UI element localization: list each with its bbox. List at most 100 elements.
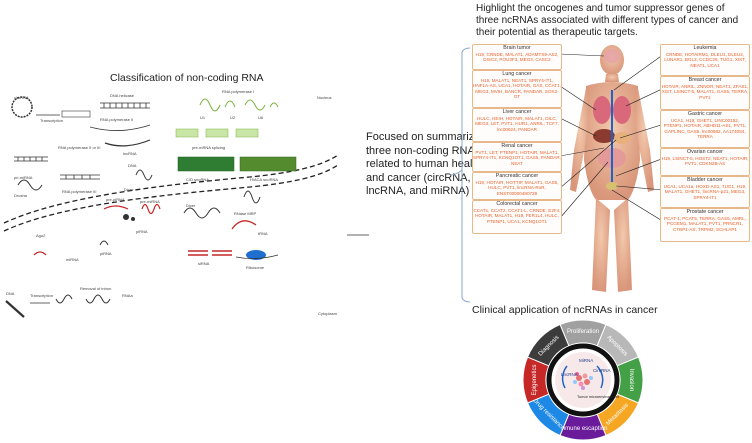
- transcription-label-2: Transcription: [30, 293, 53, 298]
- cancer-box-pancreatic: Pancreatic cancer H19, HOTAIR, HOTTIP, M…: [472, 172, 562, 200]
- haca-snorna-label: H/ACA snoRNA: [250, 177, 278, 182]
- cancer-box-genes: UCA1, H19, GHET1, LINC00152, PTENP1, HOT…: [663, 117, 747, 140]
- tumor-cells: [573, 372, 593, 390]
- cancer-box-genes: H19, HOTAIR, HOTTIP, MALAT1, GAS5, HULC,…: [475, 179, 559, 196]
- left-lung-organ: [593, 96, 611, 124]
- rna-pol-2-label: RNA polymerase II: [100, 117, 133, 122]
- dicer-label-right: Dicer: [186, 203, 196, 208]
- drosha-label: Drosha: [14, 193, 28, 198]
- sirna-strands: [188, 250, 232, 256]
- right-lung-organ: [613, 96, 631, 124]
- cancer-box-title: Renal cancer: [501, 143, 533, 149]
- u1-label: U1: [200, 115, 206, 120]
- tumor-microenvironment-label: Tumor microenvironment: [577, 395, 620, 399]
- clinical-title: Clinical application of ncRNAs in cancer: [472, 304, 658, 316]
- cancer-box-title: Brain tumor: [503, 45, 531, 51]
- aorta-line: [611, 90, 613, 190]
- cancer-box-title: Ovarian cancer: [687, 149, 723, 155]
- removal-intron-label: Removal of intron: [80, 286, 111, 291]
- cancer-box-genes: H19, LSINCT-5, HOST2, NEAT1, HOTAIR, PVT…: [661, 155, 749, 167]
- nucleus-membrane-inner: [3, 164, 339, 232]
- cytoplasm-label: Cytoplasm: [318, 311, 338, 316]
- ncrna-classification-diagram: Nucleus Cytoplasm circRNA Transcription …: [3, 89, 339, 318]
- pirna-mid-label: piRNA: [136, 229, 148, 234]
- cancer-box-genes: HOTAIR, ANRIL, ZNNOR, NEAT1, ZFAS1, XIST…: [661, 83, 749, 100]
- rna-pol-3-label: RNA polymerase III: [62, 189, 96, 194]
- nucleus-label: Nucleus: [317, 95, 331, 100]
- organ-connectors: [560, 53, 664, 223]
- cancer-box-genes: H19, CRNDE, MALAT1, ADAMTS9-AS2, DISC2, …: [475, 51, 559, 63]
- cancer-box-leukemia: Leukemia CRNDE, HOTAIRM1, DLEU1, DLEU2, …: [660, 44, 750, 76]
- mirna-label: miRNA: [66, 257, 79, 262]
- lncrna-center-label: LncRNA: [561, 372, 578, 377]
- pri-mirna-label: pri-miRNA: [14, 175, 33, 180]
- transcription-label-1: Transcription: [40, 118, 63, 123]
- u2-label: U2: [230, 115, 236, 120]
- cancer-box-title: Bladder cancer: [687, 177, 723, 183]
- cancer-box-renal: Renal cancer PVT1, LET, PTENP1, HOTAIR, …: [472, 142, 562, 172]
- circrna-label: circRNA: [14, 95, 29, 100]
- cancer-box-genes: CRNDE, HOTAIRM1, DLEU1, DLEU2, LUNAR1, B…: [664, 51, 746, 68]
- rnaa-label: RNAa: [122, 293, 133, 298]
- brain-organ: [604, 49, 620, 63]
- cancer-box-genes: UCA1, UCA1a, HOXD-AS1, TUG1, H19, MALAT1…: [663, 183, 747, 200]
- cancer-box-title: Colorectal cancer: [496, 201, 538, 207]
- circrna-arrow: [596, 365, 604, 389]
- cancer-box-lung: Lung cancer H19, MALAT1, NEAT1, SPRY4-IT…: [472, 70, 562, 108]
- wheel-segment-label: Invasion: [628, 369, 634, 391]
- top-right-heading: Highlight the oncogenes and tumor suppre…: [476, 3, 739, 38]
- sirna-label: siRNA: [198, 261, 210, 266]
- cancer-box-title: Prostate cancer: [686, 209, 724, 215]
- cancer-box-title: Gastric cancer: [687, 111, 723, 117]
- middle-summary-text: Focused on summarizing three non-coding …: [366, 131, 489, 197]
- dna-middle-label: DNA: [128, 163, 137, 168]
- cancer-box-genes: PCAT-1, PCAT5, TERRA, GAS5, AMRL, PCGEM1…: [664, 215, 746, 232]
- pre-mirna-label: pre-miRNA: [140, 199, 160, 204]
- cancer-box-genes: CCAT1, CCAT2, CCAT1-L, CRNDE, E2F4, HOTA…: [473, 207, 561, 224]
- cancer-box-genes: H19, MALAT1, NEAT1, SPRY4-IT1, HNF1A-AS,…: [473, 77, 561, 100]
- mirna-center-label: MiRNA: [579, 358, 593, 363]
- cancer-box-title: Leukemia: [693, 45, 717, 51]
- clinical-application-wheel: ProliferationApoptosisInvasionMetastasis…: [522, 319, 644, 441]
- right-brace: [449, 47, 471, 303]
- cancer-box-title: Pancreatic cancer: [495, 173, 539, 179]
- ago2-label: Ago2: [36, 233, 46, 238]
- cancer-box-title: Breast cancer: [688, 77, 722, 83]
- snrna-structures: [199, 98, 279, 112]
- left-panel-title: Classification of non-coding RNA: [110, 72, 264, 84]
- ribosome-label: Ribosome: [246, 265, 265, 270]
- rna-pol-2or3-label: RNA polymerase II or III: [58, 145, 100, 150]
- cancer-box-liver: Liver cancer HULC, HEIH, HOTAIR, MALAT1,…: [472, 108, 562, 142]
- cancer-box-genes: PVT1, LET, PTENP1, HOTAIR, MALAT1, SPRY4…: [473, 149, 561, 166]
- dna-helicase-label: DNA helicase: [110, 93, 135, 98]
- dicer-label-top: Dicer: [124, 187, 134, 192]
- liver-organ: [593, 129, 615, 143]
- cancer-box-brain: Brain tumor H19, CRNDE, MALAT1, ADAMTS9-…: [472, 44, 562, 70]
- u6-label: U6: [258, 115, 264, 120]
- cancer-box-ovarian: Ovarian cancer H19, LSINCT-5, HOST2, NEA…: [660, 148, 750, 176]
- lncrna-label: lncRNA: [123, 151, 137, 156]
- wheel-segment-diagnosis: [526, 323, 570, 367]
- circrna-center-label: CircRNA: [593, 368, 611, 373]
- rnase-mrp-label: RNase MRP: [234, 211, 257, 216]
- cancer-box-title: Lung cancer: [502, 71, 532, 77]
- dna-bottom-label: DNA: [6, 291, 15, 296]
- circrna-glyph: [11, 96, 33, 118]
- pre-rrna-label: pre-mRNA splicing: [192, 145, 225, 150]
- cd-snorna-label: C/D snoRNA: [186, 177, 209, 182]
- trna-label: tRNA: [258, 231, 268, 236]
- stomach-organ: [614, 132, 630, 144]
- dna-helix-top: [100, 102, 150, 109]
- left-to-middle-arrow: [347, 234, 369, 236]
- bladder-organ: [606, 182, 618, 190]
- ribosome-glyph: [246, 250, 266, 260]
- human-body-figure: [570, 45, 654, 292]
- lncrna-arrow: [561, 365, 568, 389]
- wheel-segment-label: Epigenetics: [532, 364, 538, 395]
- cancer-box-bladder: Bladder cancer UCA1, UCA1a, HOXD-AS1, TU…: [660, 176, 750, 208]
- pirna-bottom-label: piRNA: [100, 251, 112, 256]
- cancer-box-breast: Breast cancer HOTAIR, ANRIL, ZNNOR, NEAT…: [660, 76, 750, 110]
- cancer-box-gastric: Gastric cancer UCA1, H19, GHET1, LINC001…: [660, 110, 750, 148]
- wheel-segment-label: Immune escaption: [558, 426, 607, 432]
- pre-pirna-label: pre-piRNA: [106, 197, 125, 202]
